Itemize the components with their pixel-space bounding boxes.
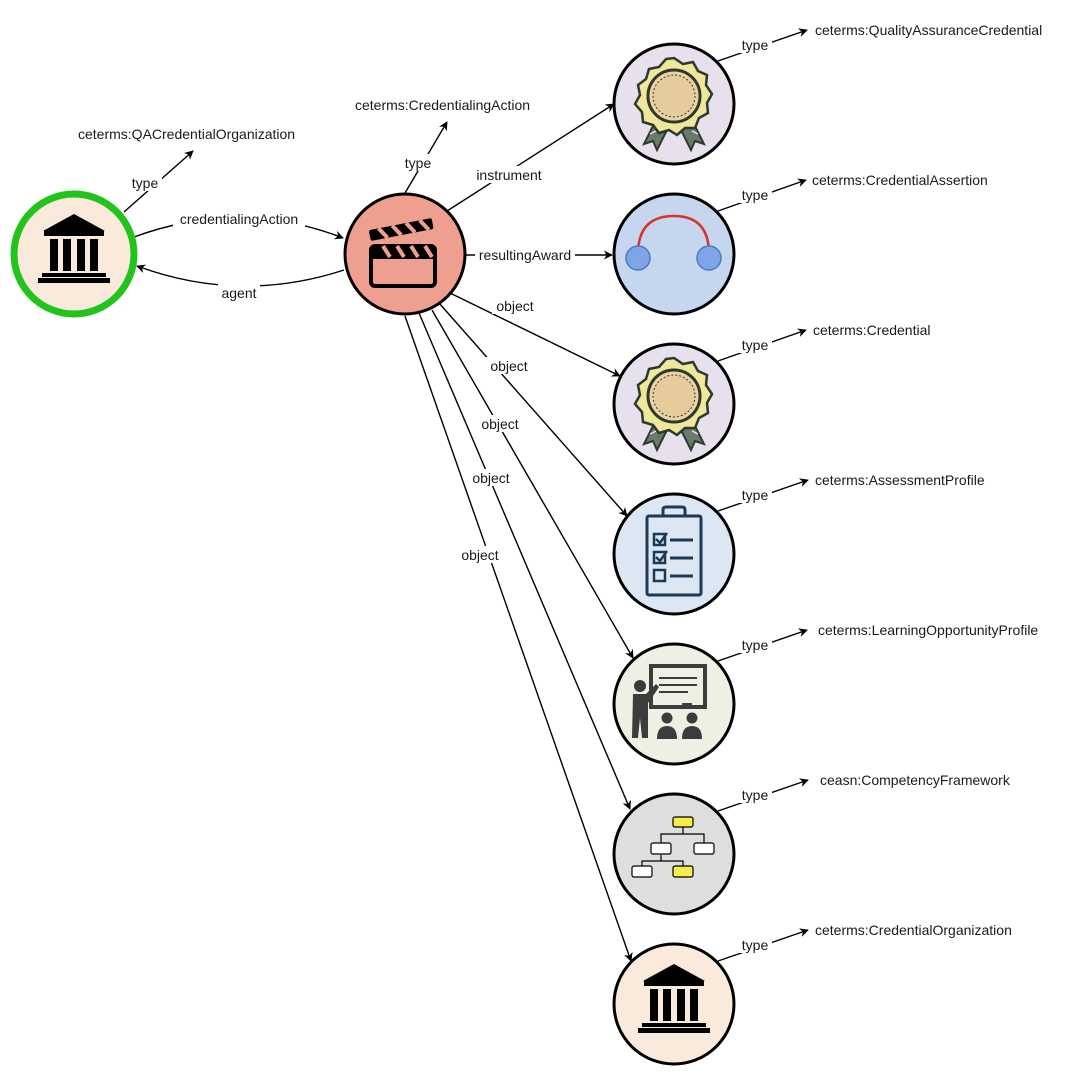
edge-label-framework-type: type — [739, 786, 772, 803]
assertion-connector-icon — [625, 214, 722, 271]
node-quality-assurance-credential[interactable] — [612, 42, 736, 166]
svg-text:object: object — [496, 298, 533, 314]
node-credential-assertion[interactable] — [612, 192, 736, 316]
node-circle — [10, 190, 138, 318]
svg-text:object: object — [472, 470, 509, 486]
edge-label-assessment-type: type — [739, 486, 772, 503]
node-circle — [612, 792, 736, 916]
edge-label-object-assessment: object — [486, 357, 532, 374]
classroom-presentation-icon — [632, 664, 707, 739]
svg-text:type: type — [742, 37, 769, 53]
svg-text:object: object — [461, 547, 498, 563]
edge-object-framework — [418, 312, 631, 810]
edge-instrument — [446, 103, 615, 212]
type-label-credential-organization: ceterms:CredentialOrganization — [815, 922, 1012, 938]
node-assessment-profile[interactable] — [612, 492, 736, 616]
svg-text:credentialingAction: credentialingAction — [180, 211, 298, 227]
svg-text:type: type — [742, 637, 769, 653]
svg-text:object: object — [481, 416, 518, 432]
edge-label-qa-org-type: type — [129, 174, 162, 191]
edge-label-qa-credential-type: type — [739, 36, 772, 53]
edge-label-org-type: type — [739, 936, 772, 953]
type-label-learning-opportunity-profile: ceterms:LearningOpportunityProfile — [818, 622, 1038, 638]
node-credentialing-action[interactable] — [343, 192, 467, 316]
type-label-credential-assertion: ceterms:CredentialAssertion — [812, 172, 988, 188]
svg-text:type: type — [742, 187, 769, 203]
type-label-credential: ceterms:Credential — [813, 322, 931, 338]
node-credential[interactable] — [612, 342, 736, 466]
type-label-competency-framework: ceasn:CompetencyFramework — [820, 772, 1011, 788]
svg-text:type: type — [742, 787, 769, 803]
edge-label-resulting-award: resultingAward — [475, 246, 575, 263]
node-circle — [612, 942, 736, 1066]
type-label-quality-assurance-credential: ceterms:QualityAssuranceCredential — [815, 22, 1042, 38]
node-credential-organization[interactable] — [612, 942, 736, 1066]
node-circle — [612, 642, 736, 766]
svg-text:agent: agent — [221, 285, 256, 301]
node-circle — [612, 492, 736, 616]
svg-text:type: type — [405, 155, 432, 171]
checklist-clipboard-icon — [645, 505, 703, 597]
edge-label-action-type: type — [402, 154, 435, 171]
node-competency-framework[interactable] — [612, 792, 736, 916]
edge-object-credential — [449, 292, 621, 377]
edge-object-learning — [431, 309, 634, 659]
type-label-assessment-profile: ceterms:AssessmentProfile — [815, 472, 985, 488]
edge-label-object-org: object — [457, 546, 503, 563]
svg-text:type: type — [742, 937, 769, 953]
svg-text:type: type — [132, 175, 159, 191]
node-qa-credential-organization[interactable] — [10, 190, 138, 318]
edge-object-assessment — [438, 302, 628, 517]
edge-label-learning-type: type — [739, 636, 772, 653]
edge-label-instrument: instrument — [471, 166, 547, 183]
edge-label-credentialing-action: credentialingAction — [173, 210, 305, 227]
svg-text:resultingAward: resultingAward — [479, 247, 571, 263]
edge-label-credential-type: type — [739, 336, 772, 353]
edge-label-agent: agent — [218, 284, 260, 301]
edge-object-org — [404, 315, 633, 962]
edge-label-object-framework: object — [468, 469, 514, 486]
svg-text:type: type — [742, 487, 769, 503]
edge-label-object-learning: object — [477, 415, 523, 432]
node-learning-opportunity-profile[interactable] — [612, 642, 736, 766]
edge-label-assertion-type: type — [739, 186, 772, 203]
svg-text:instrument: instrument — [476, 167, 541, 183]
edge-label-object-credential: object — [492, 297, 538, 314]
node-circle — [612, 192, 736, 316]
edge-agent — [136, 264, 345, 287]
svg-text:type: type — [742, 337, 769, 353]
hierarchy-tree-icon — [631, 816, 715, 878]
svg-text:object: object — [490, 358, 527, 374]
type-label-credentialing-action: ceterms:CredentialingAction — [355, 97, 530, 113]
type-label-qa-credential-organization: ceterms:QACredentialOrganization — [78, 126, 295, 142]
